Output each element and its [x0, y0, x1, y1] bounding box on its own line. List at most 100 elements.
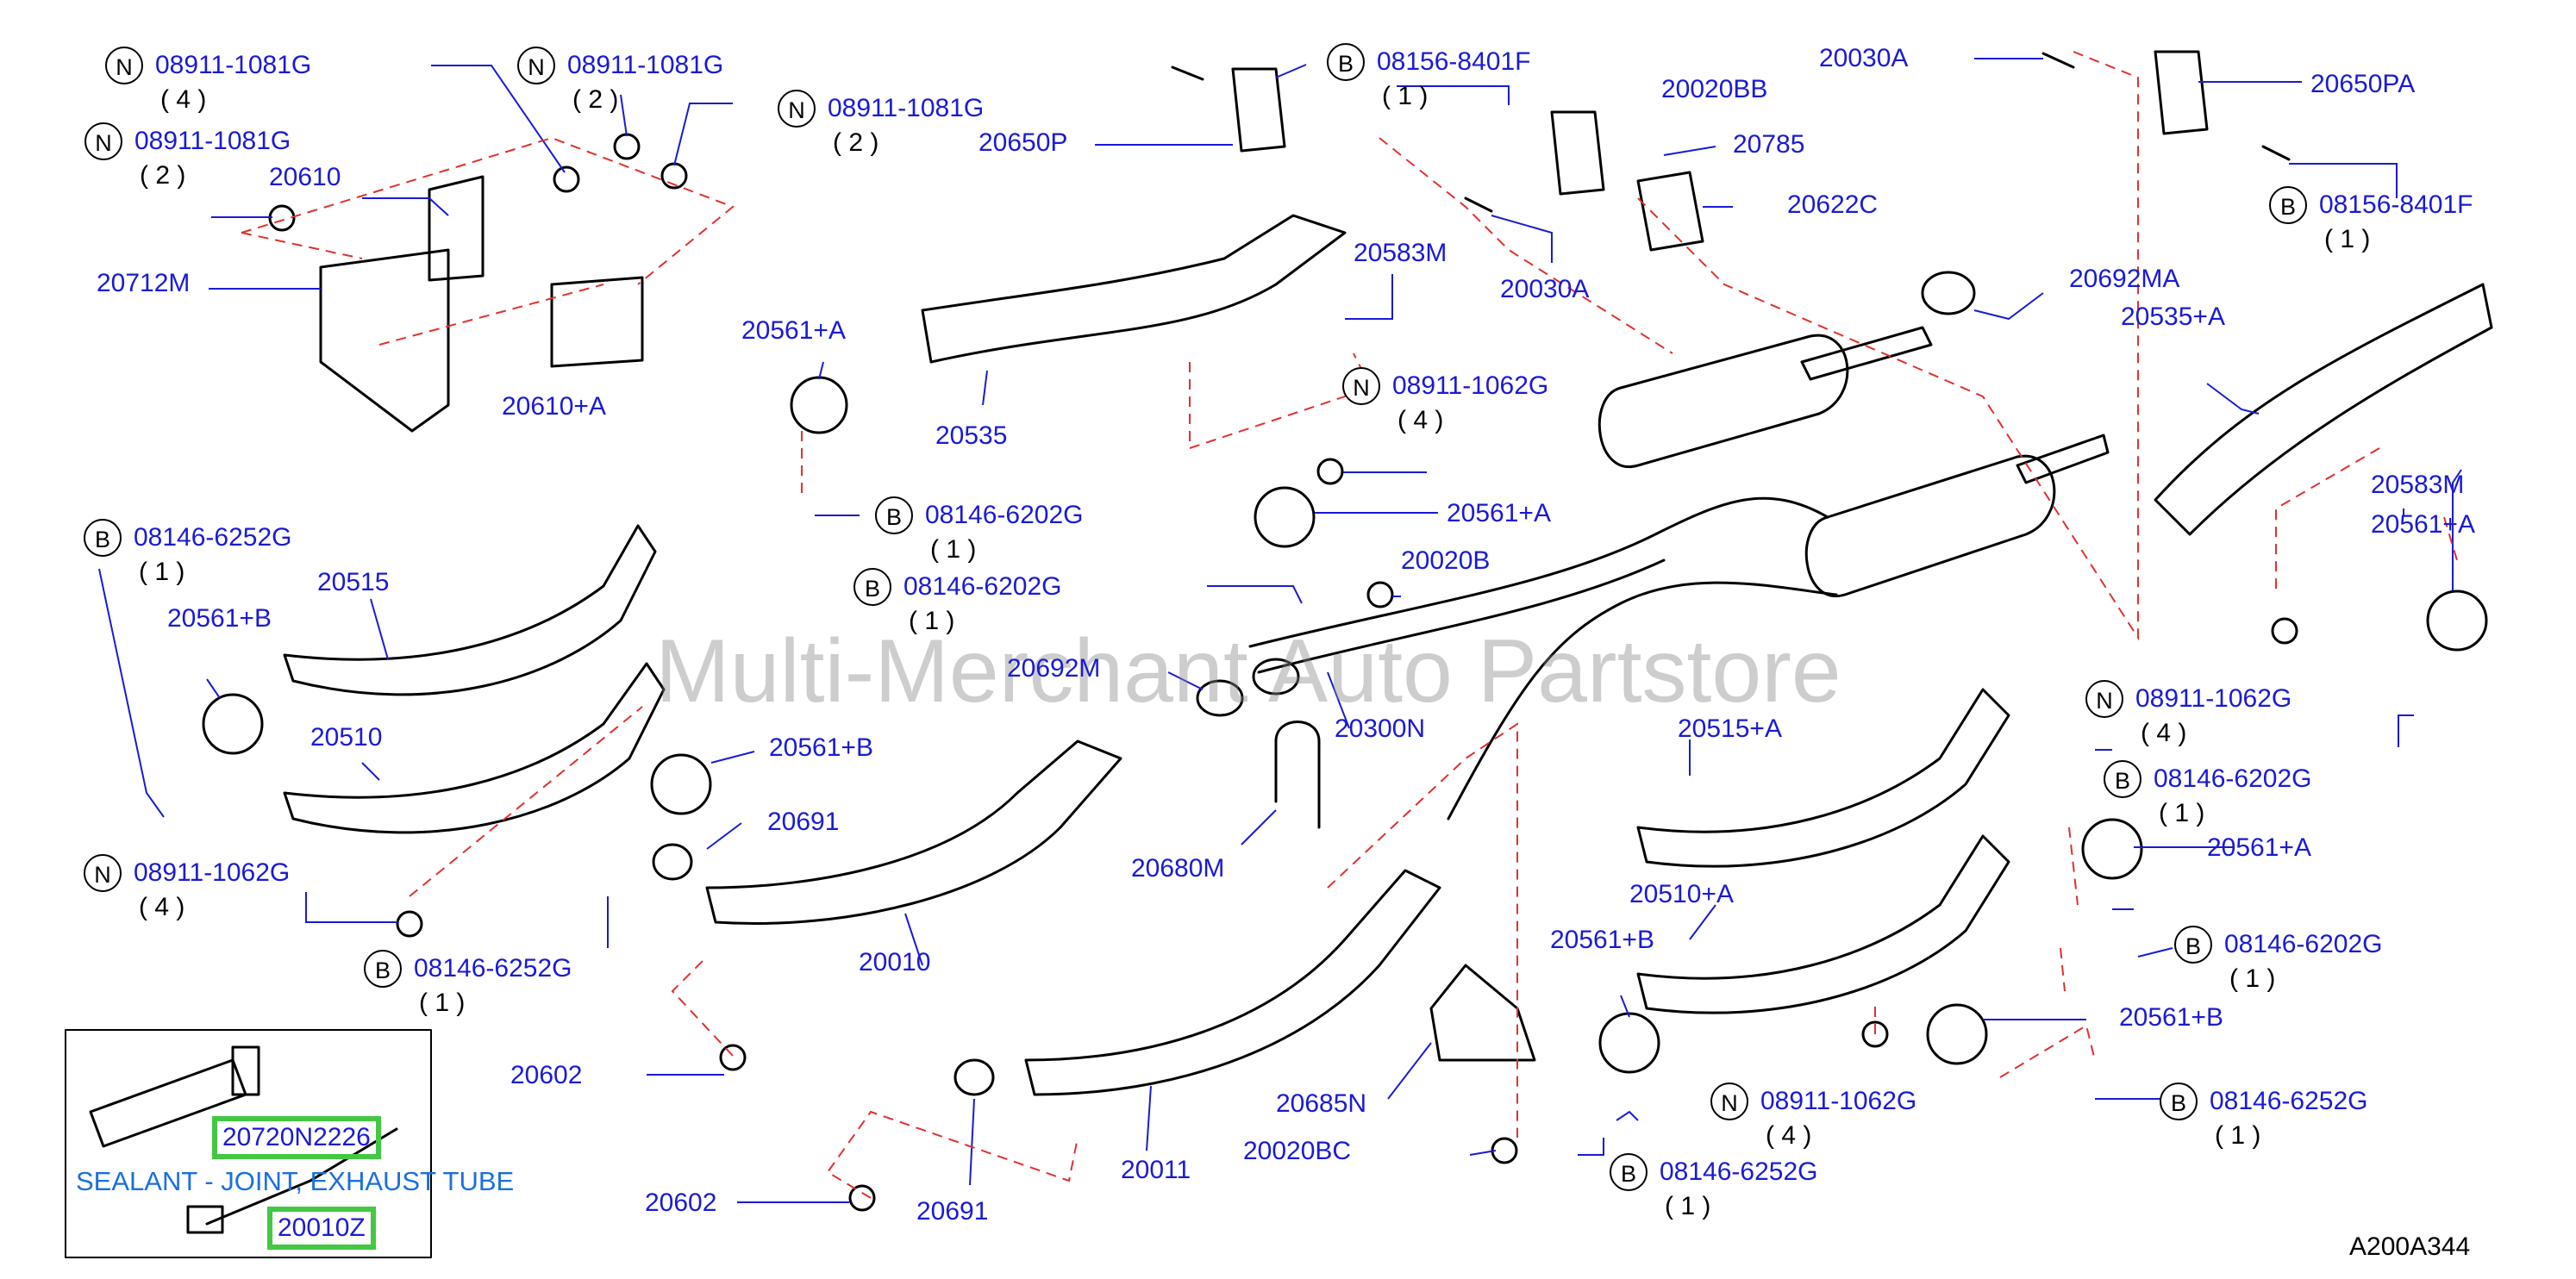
shield-20510 — [283, 662, 666, 834]
part-label-p-20020bb[interactable]: 20020BB — [1661, 75, 1768, 103]
part-label-p-20583m-a[interactable]: 20583M — [1354, 239, 1447, 267]
part-label-p-20020b[interactable]: 20020B — [1401, 546, 1491, 575]
part-label-n-08911-1081g-c[interactable]: 08911-1081G — [828, 94, 985, 122]
n-08911-1081g-c-badge: N — [778, 90, 816, 128]
n-08911-1062g-a-quantity: ( 4 ) — [1397, 406, 1444, 434]
b-08146-6202g-d-badge: B — [2174, 926, 2212, 964]
part-label-b-08146-6202g-d[interactable]: 08146-6202G — [2224, 930, 2383, 958]
n-08911-1081g-d-badge: N — [84, 122, 122, 160]
n-08911-1062g-c-badge: N — [84, 854, 122, 892]
pipe-20535 — [921, 214, 1347, 364]
part-label-p-20561b-a[interactable]: 20561+B — [167, 604, 272, 633]
part-label-p-20011[interactable]: 20011 — [1121, 1156, 1191, 1184]
part-label-b-08146-6252g-b[interactable]: 08146-6252G — [414, 954, 572, 983]
part-label-p-20030a-top[interactable]: 20030A — [1819, 44, 1909, 72]
part-label-p-20010[interactable]: 20010 — [859, 948, 931, 976]
part-label-p-20515[interactable]: 20515 — [317, 568, 390, 596]
part-label-p-20561b-d[interactable]: 20561+B — [2119, 1003, 2223, 1032]
n-08911-1081g-a-quantity: ( 4 ) — [160, 85, 207, 114]
b-08146-6202g-c-quantity: ( 1 ) — [2159, 799, 2205, 827]
pipe-20010 — [705, 739, 1122, 926]
part-label-p-20650p[interactable]: 20650P — [979, 128, 1068, 157]
part-label-p-20561a-mid[interactable]: 20561+A — [1447, 499, 1551, 527]
part-label-p-20561a-far[interactable]: 20561+A — [2207, 833, 2311, 862]
b-08146-6202g-a-badge: B — [875, 496, 913, 534]
n-08911-1062g-a-badge: N — [1342, 367, 1380, 405]
part-label-n-08911-1062g-d[interactable]: 08911-1062G — [1760, 1087, 1917, 1115]
part-label-p-20515a[interactable]: 20515+A — [1678, 714, 1782, 743]
n-08911-1081g-c-quantity: ( 2 ) — [833, 128, 879, 157]
muffler-lower — [1804, 454, 2056, 598]
highlighted-part-code-b[interactable]: 20010Z — [267, 1207, 376, 1250]
part-label-b-08146-6202g-b[interactable]: 08146-6202G — [903, 572, 1062, 601]
part-label-p-20712m[interactable]: 20712M — [97, 269, 191, 297]
part-label-p-20300n[interactable]: 20300N — [1335, 714, 1426, 743]
n-08911-1081g-b-badge: N — [517, 47, 555, 84]
part-label-n-08911-1081g-d[interactable]: 08911-1081G — [134, 127, 291, 155]
pipe-20300n — [1248, 496, 1829, 648]
part-label-p-20692m[interactable]: 20692M — [1007, 654, 1101, 683]
part-label-p-20510a[interactable]: 20510+A — [1629, 880, 1734, 908]
highlighted-part-code-a[interactable]: 20720N2226 — [212, 1116, 381, 1159]
b-08146-6252g-c-quantity: ( 1 ) — [1665, 1192, 1711, 1220]
part-label-p-20561a-right[interactable]: 20561+A — [2371, 510, 2475, 539]
shield-20535a — [2154, 283, 2493, 536]
shield-20515a — [1636, 688, 2010, 868]
part-label-p-20510[interactable]: 20510 — [310, 723, 383, 752]
part-label-p-20785[interactable]: 20785 — [1733, 130, 1805, 159]
part-label-p-20561a-left[interactable]: 20561+A — [741, 316, 846, 345]
part-label-b-08146-6252g-d[interactable]: 08146-6252G — [2210, 1087, 2368, 1115]
n-08911-1081g-a-badge: N — [105, 47, 143, 84]
part-label-n-08911-1062g-c[interactable]: 08911-1062G — [134, 858, 291, 887]
part-label-p-20680m[interactable]: 20680M — [1131, 854, 1225, 883]
part-label-p-20535[interactable]: 20535 — [935, 421, 1008, 450]
u-bolt-20680m — [1274, 721, 1321, 829]
b-08146-6252g-d-quantity: ( 1 ) — [2215, 1121, 2261, 1150]
hanger-20610a — [550, 276, 644, 368]
b-08156-8401f-b-quantity: ( 1 ) — [2324, 225, 2371, 253]
sealant-box — [65, 1029, 432, 1258]
part-label-b-08146-6252g-a[interactable]: 08146-6252G — [134, 523, 292, 552]
part-label-p-20610a[interactable]: 20610+A — [502, 392, 606, 421]
part-label-p-20692ma[interactable]: 20692MA — [2069, 265, 2180, 293]
part-label-p-20583m-b[interactable]: 20583M — [2371, 471, 2465, 499]
part-label-p-20622c[interactable]: 20622C — [1787, 190, 1879, 219]
part-label-p-20685n[interactable]: 20685N — [1276, 1089, 1367, 1118]
part-label-p-20561b-c[interactable]: 20561+B — [1550, 926, 1654, 954]
pipe-20011 — [1024, 869, 1441, 1096]
part-label-p-20691-b[interactable]: 20691 — [916, 1197, 989, 1226]
n-08911-1062g-c-quantity: ( 4 ) — [139, 893, 185, 921]
part-label-b-08156-8401f-a[interactable]: 08156-8401F — [1377, 47, 1531, 76]
b-08146-6252g-c-badge: B — [1610, 1153, 1648, 1191]
part-label-b-08146-6202g-c[interactable]: 08146-6202G — [2154, 764, 2312, 793]
n-08911-1062g-b-badge: N — [2085, 680, 2123, 718]
part-label-p-20030a-mid[interactable]: 20030A — [1500, 275, 1590, 303]
sealant-caption: SEALANT - JOINT, EXHAUST TUBE — [76, 1166, 515, 1196]
part-label-p-20602-b[interactable]: 20602 — [645, 1189, 717, 1217]
part-label-b-08156-8401f-b[interactable]: 08156-8401F — [2319, 190, 2473, 219]
part-label-p-20561b-b[interactable]: 20561+B — [769, 733, 873, 762]
part-label-b-08146-6252g-c[interactable]: 08146-6252G — [1660, 1157, 1818, 1186]
part-label-p-20020bc[interactable]: 20020BC — [1243, 1137, 1352, 1165]
part-label-p-20602-a[interactable]: 20602 — [510, 1061, 583, 1089]
muffler-upper — [1597, 334, 1849, 469]
part-label-p-20650pa[interactable]: 20650PA — [2310, 70, 2416, 98]
part-label-p-20691-a[interactable]: 20691 — [767, 808, 840, 836]
n-08911-1062g-d-badge: N — [1710, 1082, 1748, 1120]
part-label-p-20535a[interactable]: 20535+A — [2121, 303, 2225, 331]
part-label-n-08911-1062g-a[interactable]: 08911-1062G — [1392, 371, 1549, 400]
b-08146-6252g-a-badge: B — [84, 519, 122, 557]
b-08146-6202g-b-badge: B — [853, 568, 891, 606]
part-label-n-08911-1081g-b[interactable]: 08911-1081G — [567, 51, 724, 79]
part-label-n-08911-1062g-b[interactable]: 08911-1062G — [2135, 684, 2292, 713]
part-label-n-08911-1081g-a[interactable]: 08911-1081G — [155, 51, 312, 79]
part-label-b-08146-6202g-a[interactable]: 08146-6202G — [925, 501, 1084, 529]
hanger-20685n — [1429, 964, 1536, 1062]
watermark: Multi-Merchant Auto Partstore — [655, 621, 1841, 721]
bracket-20712m — [319, 248, 450, 433]
part-label-p-20610[interactable]: 20610 — [269, 163, 341, 191]
hanger-20610 — [428, 175, 485, 282]
b-08146-6252g-b-quantity: ( 1 ) — [419, 989, 466, 1017]
